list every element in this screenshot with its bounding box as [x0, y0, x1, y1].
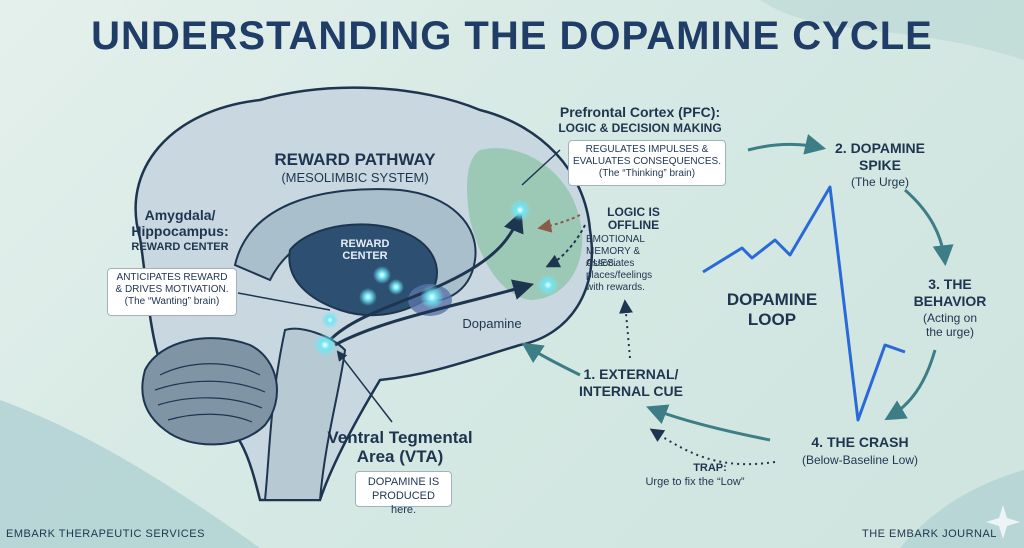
- trap-text: Urge to fix the “Low”: [645, 476, 745, 488]
- pfc-box: REGULATES IMPULSES & EVALUATES CONSEQUEN…: [568, 140, 726, 186]
- dopamine-loop-label: DOPAMINE LOOP: [726, 290, 818, 329]
- sparkle-icon: [986, 505, 1020, 539]
- cycle-arrow-spike-to-behavior: [904, 188, 954, 267]
- bg-wave-bottom-left: [0, 400, 260, 548]
- pathway-arrow-to-cortex: [334, 279, 535, 347]
- bg-wave-bottom-right: [900, 470, 1024, 548]
- pfc-title: Prefrontal Cortex (PFC):: [559, 104, 721, 120]
- cerebellum: [141, 337, 278, 446]
- pfc-subtitle: LOGIC & DECISION MAKING: [558, 121, 722, 135]
- cue-dotted-arrow-up: [619, 299, 633, 359]
- amygdala-title: Amygdala/ Hippocampus:: [131, 207, 229, 239]
- vta-box: DOPAMINE IS PRODUCED here.: [355, 471, 452, 516]
- page-title: UNDERSTANDING THE DOPAMINE CYCLE: [91, 14, 933, 58]
- footer-right: THE EMBARK JOURNAL: [862, 528, 997, 540]
- dopamine-label: Dopamine: [462, 316, 522, 331]
- reward-pathway-title: REWARD PATHWAY: [274, 150, 436, 169]
- logic-offline-arrow-1: [537, 214, 581, 233]
- cycle-arrow-crash-to-cue: [646, 404, 771, 442]
- logic-offline-title: LOGIC IS OFFLINE: [607, 205, 660, 232]
- dopamine-glow-nodes: [313, 199, 559, 357]
- logic-offline-arrow-2: [545, 224, 586, 268]
- reward-center-label: REWARD CENTER: [340, 238, 390, 262]
- reward-pathway-subtitle: (MESOLIMBIC SYSTEM): [281, 170, 429, 185]
- step-1-title: 1. EXTERNAL/ INTERNAL CUE: [579, 366, 683, 399]
- footer-left: EMBARK THERAPEUTIC SERVICES: [6, 528, 205, 540]
- logic-offline-subtitle: EMOTIONAL MEMORY & CUES.: [586, 234, 645, 269]
- amygdala-box: ANTICIPATES REWARD & DRIVES MOTIVATION. …: [107, 268, 237, 316]
- pathway-arrow-to-pfc: [328, 211, 524, 342]
- cerebellum-folds: [154, 363, 266, 423]
- trap-title: TRAP:: [693, 462, 727, 474]
- callout-line-vta: [336, 350, 393, 423]
- step-4-subtitle: (Below-Baseline Low): [801, 453, 919, 467]
- cycle-arrow-behavior-to-crash: [884, 349, 937, 421]
- step-2-subtitle: (The Urge): [850, 175, 909, 189]
- amygdala-subtitle: REWARD CENTER: [131, 241, 229, 253]
- cycle-arrow-pfc-to-spike: [747, 134, 827, 155]
- trap-dotted-arrow: [649, 428, 776, 466]
- cycle-arrow-cue-to-brain: [521, 342, 581, 377]
- vta-title: Ventral Tegmental Area (VTA): [327, 428, 473, 466]
- step-4-title: 4. THE CRASH: [811, 434, 909, 450]
- dopamine-spike-line: [702, 185, 906, 422]
- step-3-title: 3. THE BEHAVIOR: [913, 276, 987, 309]
- callout-line-amygdala: [237, 292, 331, 311]
- step-2-title: 2. DOPAMINE SPIKE: [835, 140, 925, 173]
- callout-line-pfc: [521, 149, 561, 186]
- step-3-subtitle: (Acting on the urge): [922, 311, 978, 339]
- logic-offline-text: Associates places/feelings with rewards.: [586, 258, 653, 293]
- bg-wave-top-right: [760, 0, 1024, 60]
